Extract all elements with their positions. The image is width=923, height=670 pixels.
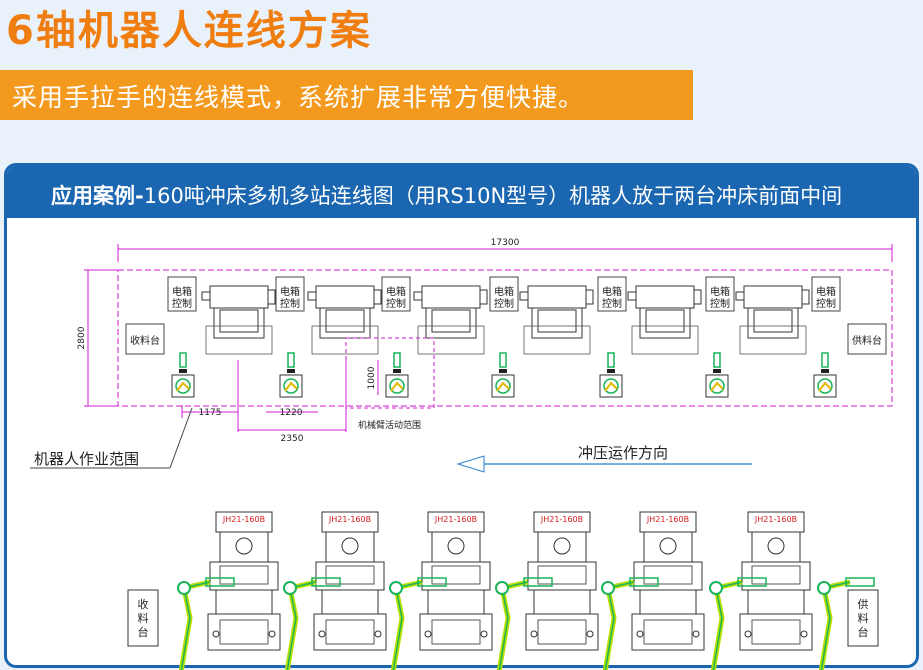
callout-line: [169, 407, 193, 469]
press-plan: [307, 285, 382, 355]
robot-plan: [599, 352, 623, 398]
subtitle-banner: 采用手拉手的连线模式，系统扩展非常方便快捷。: [0, 70, 693, 120]
robot-plan: [705, 352, 729, 398]
subtitle-text: 采用手拉手的连线模式，系统扩展非常方便快捷。: [12, 83, 585, 112]
direction-label: 冲压运作方向: [578, 444, 668, 462]
control-box-label: 电箱: [494, 285, 514, 298]
dim-1220-label: 1220: [280, 408, 303, 418]
case-header: 应用案例-160吨冲床多机多站连线图（用RS10N型号）机器人放于两台冲床前面中…: [7, 166, 916, 218]
control-box-label: 电箱: [280, 285, 300, 298]
control-box-label: 控制: [816, 297, 836, 310]
control-box-label: 控制: [172, 297, 192, 310]
receive-table-elev-label: 台: [138, 625, 149, 639]
dim-1000-label: 1000: [367, 366, 377, 389]
dim-total-label: 17300: [491, 238, 520, 248]
press-model-label: JH21-160B: [646, 515, 689, 524]
press-model-label: JH21-160B: [222, 515, 265, 524]
press-model-label: JH21-160B: [434, 515, 477, 524]
press-elevation: [419, 511, 493, 651]
case-title: 应用案例-160吨冲床多机多站连线图（用RS10N型号）机器人放于两台冲床前面中…: [51, 180, 842, 210]
robot-plan: [171, 352, 195, 398]
receive-table: [125, 323, 165, 355]
receive-table-elev: [127, 589, 159, 647]
control-box-label: 控制: [710, 297, 730, 310]
robot-plan: [279, 352, 303, 398]
receive-table-label: 收料台: [130, 334, 160, 347]
press-plan: [413, 285, 488, 355]
press-plan: [201, 285, 276, 355]
robot-plan: [813, 352, 837, 398]
dim-1175-label: 1175: [199, 408, 222, 418]
supply-table-elev-label: 台: [858, 625, 869, 639]
dim-width-label: 2800: [77, 326, 87, 349]
direction-arrowhead: [456, 455, 485, 473]
control-box-label: 控制: [386, 297, 406, 310]
press-elevation: [525, 511, 599, 651]
case-label: 应用案例-: [51, 184, 144, 208]
control-box-label: 电箱: [710, 285, 730, 298]
supply-table-elev-label: 料: [858, 611, 869, 625]
supply-table-elev-label: 供: [858, 597, 869, 611]
layout-boundary: [117, 269, 893, 407]
press-model-label: JH21-160B: [540, 515, 583, 524]
control-box-label: 电箱: [816, 285, 836, 298]
press-elevation: [739, 511, 813, 651]
arm-range-label: 机械臂活动范围: [358, 419, 421, 431]
page-title: 6轴机器人连线方案: [6, 8, 372, 54]
press-model-label: JH21-160B: [754, 515, 797, 524]
control-box-label: 控制: [280, 297, 300, 310]
press-elevation: [631, 511, 705, 651]
robot-range-label: 机器人作业范围: [34, 450, 139, 468]
press-plan: [735, 285, 810, 355]
dim-2350-label: 2350: [281, 434, 304, 444]
control-box-label: 电箱: [386, 285, 406, 298]
control-box-label: 电箱: [172, 285, 192, 298]
press-plan: [627, 285, 702, 355]
supply-table-label: 供料台: [852, 334, 882, 347]
case-text: 160吨冲床多机多站连线图（用RS10N型号）机器人放于两台冲床前面中间: [143, 184, 843, 208]
control-box-label: 控制: [602, 297, 622, 310]
robot-plan: [491, 352, 515, 398]
control-box-label: 电箱: [602, 285, 622, 298]
robot-plan: [385, 352, 409, 398]
control-box-label: 控制: [494, 297, 514, 310]
press-elevation: [207, 511, 281, 651]
supply-table-elev: [847, 589, 879, 647]
press-model-label: JH21-160B: [328, 515, 371, 524]
supply-table: [847, 323, 887, 355]
press-plan: [519, 285, 594, 355]
receive-table-elev-label: 收: [138, 597, 149, 611]
arm-range-box: [345, 337, 435, 409]
receive-table-elev-label: 料: [138, 611, 149, 625]
press-elevation: [313, 511, 387, 651]
